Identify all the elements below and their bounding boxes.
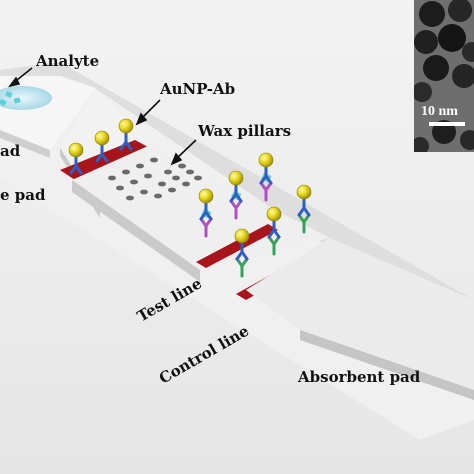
control-line-complex [234, 228, 250, 278]
aunp-ab-conjugates [68, 118, 134, 175]
control-line-complex [266, 206, 282, 256]
scale-bar [429, 122, 465, 126]
tem-inset-image [414, 0, 474, 152]
analyte-molecules [0, 91, 21, 107]
absorbent-pad-label: Absorbent pad [298, 368, 421, 386]
membrane-top [72, 145, 330, 270]
membrane-side [72, 180, 200, 282]
aunp-ab-conjugate [94, 130, 110, 163]
absorbent-pad-top [246, 238, 474, 390]
test-line-complexes [198, 152, 274, 238]
gold-nanoparticle [228, 170, 244, 186]
test-line-complex [228, 170, 244, 220]
gold-nanoparticle [234, 228, 250, 244]
aunp-ab-conjugate [68, 142, 84, 175]
wax-pillar-array [108, 157, 202, 201]
label-arrows [8, 67, 197, 166]
absorbent-pad-side [300, 330, 474, 400]
wax-pillars-label: Wax pillars [198, 122, 292, 140]
aunp-ab-label: AuNP-Ab [160, 80, 236, 98]
sample-pad-side [0, 130, 50, 158]
control-line-complex [296, 184, 312, 234]
analyte-label: Analyte [36, 52, 100, 70]
scale-bar-label: 10 nm [421, 104, 458, 119]
gold-nanoparticle [296, 184, 312, 200]
gold-nanoparticle [198, 188, 214, 204]
gold-nanoparticle [68, 142, 84, 158]
gold-nanoparticle [94, 130, 110, 146]
sample-pad-label: ad [0, 142, 21, 160]
control-line-complexes [234, 184, 312, 278]
test-line-complex [198, 188, 214, 238]
analyte-droplet [0, 86, 52, 110]
conjugate-pad-label: e pad [0, 186, 46, 204]
test-line-complex [258, 152, 274, 202]
gold-nanoparticle [258, 152, 274, 168]
test-line-band [196, 224, 278, 268]
gold-nanoparticle [118, 118, 134, 134]
gold-nanoparticle [266, 206, 282, 222]
aunp-ab-conjugate [118, 118, 134, 151]
